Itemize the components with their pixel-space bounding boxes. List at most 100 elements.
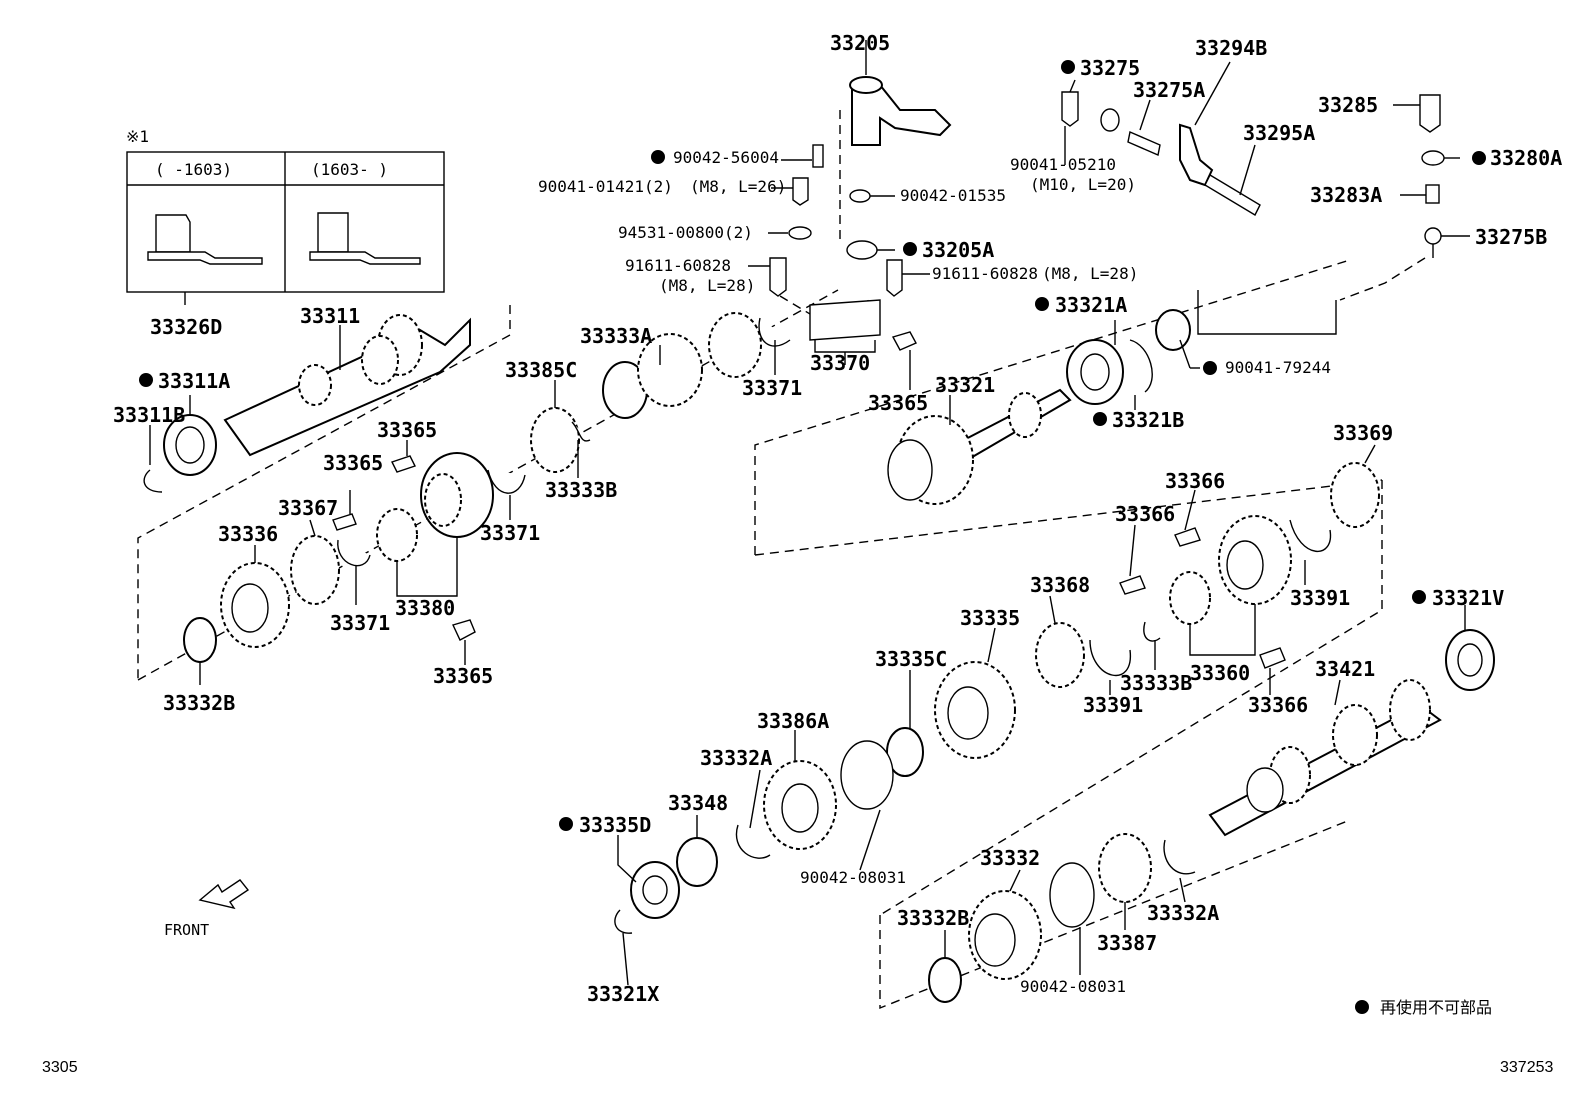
- label-91611-right-spec: (M8, L=28): [1042, 264, 1138, 283]
- label-33321X: 33321X: [587, 982, 659, 1006]
- label-33386A: 33386A: [757, 709, 829, 733]
- label-33335C: 33335C: [875, 647, 947, 671]
- label-33369: 33369: [1333, 421, 1393, 445]
- non-reusable-dot: [651, 150, 665, 164]
- key-33366-b: [1119, 575, 1146, 595]
- label-33371-b: 33371: [480, 521, 540, 545]
- non-reusable-dot: [903, 242, 917, 256]
- label-33385C: 33385C: [505, 358, 577, 382]
- snap-ring-33391-b: [1089, 639, 1131, 677]
- label-33335D: 33335D: [579, 813, 651, 837]
- label-33367: 33367: [278, 496, 338, 520]
- snap-ring-33332A-a: [735, 824, 771, 859]
- pin-33295A: [1204, 174, 1261, 216]
- ball-33275B: [1424, 227, 1442, 245]
- legend: 再使用不可部品: [1355, 999, 1492, 1017]
- bolt-91611-60828-left: [769, 257, 787, 297]
- label-33326D: 33326D: [150, 315, 222, 339]
- label-90041-79244: 90041-79244: [1225, 358, 1331, 377]
- label-33333A: 33333A: [580, 324, 652, 348]
- label-33295A: 33295A: [1243, 121, 1315, 145]
- input-shaft-group: [143, 314, 471, 493]
- label-33275: 33275: [1080, 56, 1140, 80]
- lever-33294B: [1179, 123, 1214, 187]
- label-90042-56004: 90042-56004: [673, 148, 779, 167]
- key-33365-b: [332, 513, 357, 531]
- label-33321B: 33321B: [1112, 408, 1184, 432]
- label-33368: 33368: [1030, 573, 1090, 597]
- ring-33367: [290, 535, 340, 605]
- label-90042-08031-b: 90042-08031: [1020, 977, 1126, 996]
- spring-33283A: [1425, 184, 1440, 204]
- snap-ring-33333B-b: [1143, 621, 1161, 642]
- gear-33333A: [637, 333, 703, 407]
- label-91611-60828-left: 91611-60828: [625, 256, 731, 275]
- washer-90042-08031-b: [1049, 862, 1095, 928]
- inset-box: ※1 ( -1603) (1603- ) 33326D: [126, 127, 445, 339]
- label-33366-b: 33366: [1115, 502, 1175, 526]
- label-33332: 33332: [980, 846, 1040, 870]
- snap-ring-33321B: [1129, 339, 1153, 393]
- label-33332A-a: 33332A: [700, 746, 772, 770]
- label-33365-b: 33365: [323, 451, 383, 475]
- non-reusable-dot: [559, 817, 573, 831]
- label-33321A-partial: 33321A: [1055, 293, 1127, 317]
- label-33348: 33348: [668, 791, 728, 815]
- bearing-33348: [676, 837, 718, 887]
- label-33311B: 33311B: [113, 403, 185, 427]
- bolt-33275: [1061, 91, 1079, 127]
- label-33421: 33421: [1315, 657, 1375, 681]
- key-33365-d: [891, 331, 917, 351]
- legend-dot: [1355, 1000, 1369, 1014]
- label-33391-b: 33391: [1083, 693, 1143, 717]
- label-33294B: 33294B: [1195, 36, 1267, 60]
- front-label: FRONT: [164, 921, 209, 939]
- label-90041-05210: 90041-05210: [1010, 155, 1116, 174]
- label-33280A: 33280A: [1490, 146, 1562, 170]
- part-labels: 33205 90042-56004 90041-01421(2) (M8, L=…: [113, 31, 1562, 1006]
- non-reusable-dot: [1035, 297, 1049, 311]
- label-90041-01421: 90041-01421(2): [538, 177, 673, 196]
- label-33332B-b: 33332B: [897, 906, 969, 930]
- shift-fork-33370: [809, 299, 881, 341]
- non-reusable-dot: [1061, 60, 1075, 74]
- label-91611-60828-right: 91611-60828: [932, 264, 1038, 283]
- bolt-91611-60828-right: [886, 259, 903, 297]
- shift-lever-assembly: [769, 55, 952, 365]
- label-33336: 33336: [218, 522, 278, 546]
- countershaft-group: [887, 309, 1191, 505]
- inset-left-label: ( -1603): [155, 160, 232, 179]
- label-33335: 33335: [960, 606, 1020, 630]
- label-33333B-b: 33333B: [1120, 671, 1192, 695]
- lower-left-group: [614, 740, 894, 934]
- snap-ring-33321X: [614, 909, 633, 934]
- key-33366-a: [1174, 527, 1201, 547]
- label-33285: 33285: [1318, 93, 1378, 117]
- snap-ring-33332A-b: [1163, 839, 1196, 875]
- key-33365-a: [391, 455, 416, 473]
- inset-part-old: [155, 214, 191, 253]
- label-33371-a: 33371: [742, 376, 802, 400]
- inset-part-new: [317, 212, 349, 253]
- label-33387: 33387: [1097, 931, 1157, 955]
- label-90041-01421-spec: (M8, L=26): [690, 177, 786, 196]
- needle-bearing-33332B-b: [928, 957, 962, 1003]
- washer-94531-00800: [788, 226, 812, 240]
- snap-ring-33371-c: [337, 539, 371, 567]
- non-reusable-dot: [1203, 361, 1217, 375]
- snap-ring-33311B: [143, 469, 163, 493]
- inset-right-label: (1603- ): [311, 160, 388, 179]
- gasket-33280A: [1421, 150, 1445, 166]
- ring-33368: [1035, 622, 1085, 688]
- non-reusable-dot: [139, 373, 153, 387]
- washer-90042-01535: [849, 189, 871, 203]
- front-arrow: FRONT: [164, 879, 250, 939]
- non-reusable-dot: [1093, 412, 1107, 426]
- label-33332B-a: 33332B: [163, 691, 235, 715]
- label-33283A: 33283A: [1310, 183, 1382, 207]
- output-shaft-group: [928, 679, 1442, 1003]
- nut-90041-79244: [1155, 309, 1191, 351]
- key-33366-c: [1259, 647, 1286, 669]
- label-90042-08031-a: 90042-08031: [800, 868, 906, 887]
- label-33366-a: 33366: [1165, 469, 1225, 493]
